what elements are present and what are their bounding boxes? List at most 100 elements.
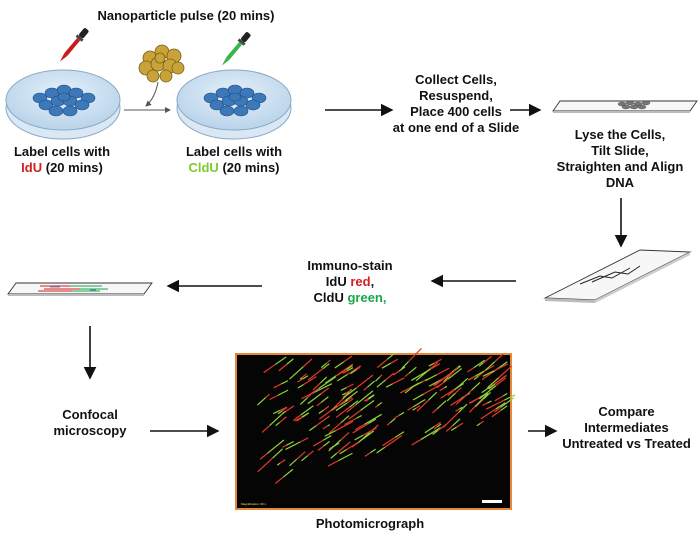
fiber-segment	[340, 387, 347, 391]
fiber-segment	[420, 427, 441, 440]
fiber-segment	[307, 368, 324, 381]
fiber-segment	[297, 378, 303, 383]
fiber-segment	[487, 400, 492, 404]
fiber-segment	[482, 355, 493, 364]
fiber-segment	[257, 397, 267, 406]
fiber-segment	[480, 408, 497, 420]
fiber-segment	[500, 397, 515, 408]
fiber-segment	[429, 363, 441, 370]
fiber-segment	[436, 400, 447, 410]
fiber-segment	[376, 446, 386, 454]
fiber-segment	[356, 414, 362, 419]
fiber-segment	[328, 446, 333, 450]
fiber-segment	[407, 406, 414, 411]
fiber-segment	[429, 361, 439, 370]
nanoparticle-pulse-label: Nanoparticle pulse (20 mins)	[97, 8, 275, 23]
fiber-segment	[469, 406, 476, 413]
fiber-segment	[292, 414, 302, 422]
fiber-segment	[474, 392, 489, 407]
fiber-segment	[367, 394, 375, 400]
fiber-segment	[369, 424, 379, 434]
fiber-segment	[275, 421, 280, 427]
fiber-segment	[468, 396, 481, 404]
fiber-segment	[390, 358, 399, 364]
immunostain-text: Immuno-stain IdU red, CldU green,	[307, 258, 393, 305]
fiber-segment	[484, 361, 496, 371]
fiber-segment	[320, 362, 327, 369]
fiber-segment	[432, 408, 438, 414]
fiber-segment	[401, 361, 409, 370]
fiber-segment	[471, 382, 481, 391]
fiber-segment	[313, 439, 324, 447]
fiber-segment	[432, 430, 439, 435]
fiber-segment	[450, 397, 462, 406]
fiber-segment	[354, 423, 365, 431]
fiber-segment	[286, 358, 294, 365]
fiber-segment	[482, 370, 494, 377]
fiber-segment	[328, 422, 342, 434]
fiber-segment	[279, 416, 287, 423]
fiber-segment	[495, 402, 506, 410]
fiber-segment	[493, 363, 508, 372]
fiber-segment	[363, 386, 368, 391]
fiber-segment	[404, 387, 413, 394]
fiber-segment	[336, 368, 348, 377]
photo-caption: Photomicrograph	[315, 516, 425, 531]
fiber-segment	[368, 418, 377, 424]
fiber-segment	[301, 455, 309, 462]
fiber-segment	[455, 408, 460, 412]
fiber-segment	[299, 377, 303, 380]
fiber-segment	[432, 371, 453, 387]
fiber-segment	[324, 430, 336, 437]
fiber-segment	[434, 421, 441, 427]
fiber-segment	[275, 356, 287, 365]
fiber-segment	[327, 460, 339, 467]
fiber-segment	[411, 438, 422, 446]
fiber-segment	[308, 425, 317, 432]
fiber-segment	[478, 362, 484, 367]
fiber-segment	[282, 468, 294, 478]
fiber-segment	[323, 405, 330, 411]
fiber-segment	[480, 420, 484, 424]
fiber-segment	[346, 441, 360, 450]
fiber-segment	[458, 403, 468, 413]
fiber-segment	[307, 450, 314, 457]
collect-cells-text: Collect Cells, Resuspend, Place 400 cell…	[392, 72, 520, 135]
fiber-segment	[436, 423, 442, 428]
fiber-segment	[385, 372, 395, 381]
fiber-segment	[455, 387, 462, 394]
fiber-segment	[282, 444, 287, 448]
fiber-segment	[320, 387, 330, 395]
fiber-segment	[340, 431, 350, 441]
fiber-segment	[346, 365, 353, 370]
fiber-segment	[473, 359, 485, 368]
dropper-green-icon	[222, 32, 251, 66]
fiber-segment	[269, 394, 279, 401]
fiber-segment	[352, 422, 369, 434]
fiber-segment	[467, 366, 475, 373]
fiber-segment	[346, 403, 357, 413]
fiber-segment	[439, 387, 445, 392]
fiber-segment	[294, 416, 303, 422]
fiber-segment	[326, 359, 331, 364]
fiber-segment	[408, 347, 422, 363]
fiber-segment	[481, 372, 493, 381]
fiber-segment	[317, 445, 324, 451]
fiber-segment	[339, 448, 347, 455]
fiber-segment	[423, 383, 442, 395]
fiber-segment	[482, 402, 488, 406]
fiber-segment	[357, 432, 370, 444]
fiber-segment	[447, 367, 463, 380]
fiber-segment	[347, 365, 362, 375]
fiber-segment	[335, 406, 350, 419]
fiber-segment	[491, 409, 502, 418]
magnification-label: Magnification: 60 x	[241, 502, 267, 506]
fiber-segment	[424, 425, 435, 434]
fiber-segment	[392, 377, 405, 385]
fiber-segment	[285, 441, 301, 450]
fiber-segment	[354, 434, 364, 441]
fiber-segment	[494, 353, 504, 362]
fiber-segment	[277, 410, 283, 415]
fiber-segment	[299, 397, 308, 405]
